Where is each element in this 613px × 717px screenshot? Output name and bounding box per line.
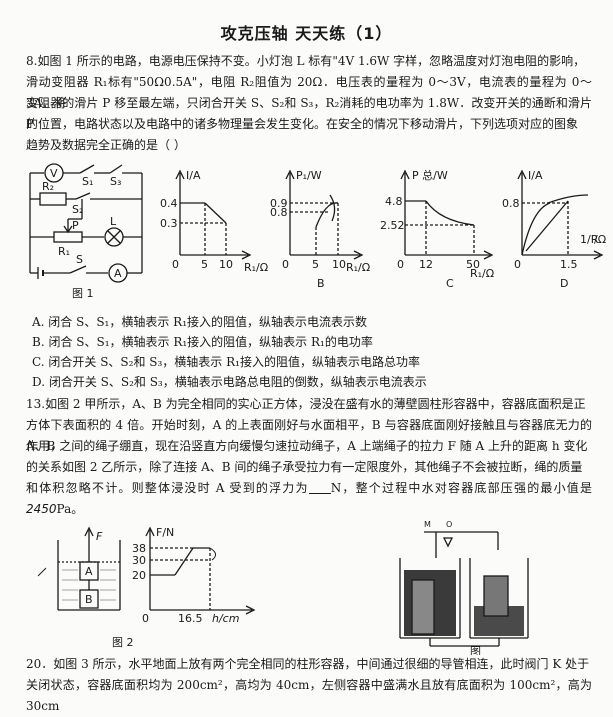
graph-d-tick: 0 <box>514 258 521 271</box>
figure-3-apparatus <box>399 531 529 647</box>
force-arrow-label: F <box>96 530 103 543</box>
fig3-label-o: O <box>446 520 452 529</box>
graph-d-tick: 0.8 <box>502 197 520 210</box>
cube-b-label: B <box>85 593 93 606</box>
worksheet-page: 攻克压轴 天天练（1） 8.如图 1 所示的电路，电源电压保持不变。小灯泡 L … <box>26 24 606 713</box>
graph-tick: 20 <box>132 569 146 582</box>
graph-b-tick: 10 <box>332 258 346 271</box>
resistor-r1-label: R₁ <box>58 245 70 258</box>
graph-ylabel: F/N <box>156 526 174 539</box>
graph-c-tick: 2.52 <box>380 219 405 232</box>
force-height-graph <box>145 526 256 615</box>
graph-tick: 38 <box>132 542 146 555</box>
fig3-label-m: M <box>424 520 431 529</box>
q8-line: 变阻器的滑片 P 移至最左端，只闭合开关 S、S₂和 S₃，R₂消耗的电功率为 … <box>26 96 592 131</box>
graph-d-tick: 1.5 <box>560 258 578 271</box>
graph-c-xlabel: R₁/Ω <box>470 267 494 280</box>
q13-text: 和体积忽略不计。则整体浸没时 A 受到的浮力为 <box>26 481 309 495</box>
q8-line: 8.如图 1 所示的电路，电源电压保持不变。小灯泡 L 标有"4V 1.6W 字… <box>26 54 586 68</box>
option-d: D. 闭合开关 S、S₂和 S₃，横轴表示电路总电阻的倒数，纵轴表示电流表示 <box>32 375 427 389</box>
graph-a-ylabel: I/A <box>186 169 201 182</box>
graph-c-letter: C <box>446 277 454 290</box>
graph-b-xlabel: R₁/Ω <box>346 261 370 274</box>
graph-d-ylabel: I/A <box>528 169 543 182</box>
graph-c-tick: 4.8 <box>385 195 403 208</box>
graph-c-tick: 0 <box>397 258 404 271</box>
q13-line: A、B 之间的绳子绷直，现在沿竖直方向缓慢匀速拉动绳子，A 上端绳子的拉力 F … <box>26 439 588 453</box>
graph-d-xlabel: 1/R <box>580 233 599 246</box>
graph-c-ylabel: P 总/W <box>412 168 448 182</box>
graph-tick: 30 <box>132 554 146 567</box>
q20-line: 20．如图 3 所示，水平地面上放有两个完全相同的柱形容器，中间通过很细的导管相… <box>26 657 590 671</box>
graph-a-tick: 5 <box>201 258 208 271</box>
q13-line-5: 和体积忽略不计。则整体浸没时 A 受到的浮力为 N，整个过程中水对容器底部压强的最… <box>26 478 592 520</box>
graph-b <box>285 169 364 260</box>
graph-a-tick: 10 <box>219 258 233 271</box>
graph-xlabel: h/cm <box>212 612 239 625</box>
switch-s2-label: S₂ <box>72 203 83 216</box>
handwritten-answer: 2450 <box>26 502 57 516</box>
q13-figures: F A B F/N 38 30 20 0 16.5 h/cm 图 2 M O 图 <box>37 520 529 655</box>
graph-c-tick: 12 <box>419 258 433 271</box>
graph-b-tick: 0 <box>282 258 289 271</box>
graph-a <box>175 169 252 260</box>
graph-d <box>517 169 604 260</box>
page-title: 攻克压轴 天天练（1） <box>220 24 393 43</box>
figure-1-caption: 图 1 <box>72 287 94 300</box>
switch-s-label: S <box>76 253 83 266</box>
graph-a-tick: 0.3 <box>160 217 178 230</box>
graph-a-tick: 0 <box>172 258 179 271</box>
figure-2-caption: 图 2 <box>112 636 134 649</box>
q8-line: 滑动变阻器 R₁标有"50Ω0.5A"，电阻 R₂阻值为 20Ω．电压表的量程为… <box>26 75 592 110</box>
graph-b-ylabel: P₁/W <box>296 169 322 182</box>
ammeter-label: A <box>114 267 122 280</box>
lamp-l-label: L <box>110 215 117 228</box>
circuit-diagram <box>29 163 143 283</box>
container-figure <box>37 526 121 611</box>
graph-tick: 0 <box>142 612 149 625</box>
q13-line: 的关系如图 2 乙所示，除了连接 A、B 间的绳子承受拉力有一定限度外，其他绳子… <box>26 460 583 474</box>
graph-b-tick: 5 <box>312 258 319 271</box>
voltmeter-label: V <box>50 167 58 180</box>
option-c: C. 闭合开关 S、S₂和 S₃，横轴表示 R₁接入的阻值，纵轴表示电路总功率 <box>32 355 420 369</box>
option-a: A. 闭合 S、S₁，横轴表示 R₁接入的阻值，纵轴表示电流表示数 <box>32 315 368 329</box>
answer-blank <box>308 481 331 494</box>
q8-line: 趋势及数据完全正确的是（ ） <box>26 138 186 152</box>
graph-d-xunit: /Ω <box>594 233 606 246</box>
graph-b-letter: B <box>317 277 325 290</box>
graph-c-tick: 50 <box>466 258 480 271</box>
switch-s1-label: S₁ <box>82 175 93 188</box>
graph-b-tick: 0.8 <box>270 206 288 219</box>
graph-a-tick: 0.4 <box>160 197 178 210</box>
q13-text: N，整个过程中水对容器底部压强的最小值是 <box>330 481 592 495</box>
resistor-r2-label: R₂ <box>42 180 54 193</box>
q13-text: Pa。 <box>56 502 84 516</box>
q13-line: 方体下表面积的 4 倍。开始时刻，A 的上表面刚好与水面相平，B 与容器底面刚好… <box>26 418 592 453</box>
q20-line: 关闭状态，容器底面积均为 200cm²，高均为 40cm，左侧容器中盛满水且放有… <box>26 678 592 713</box>
graph-d-letter: D <box>560 277 568 290</box>
graph-tick: 16.5 <box>178 612 203 625</box>
option-b: B. 闭合 S、S₁，横轴表示 R₁接入的阻值，纵轴表示 R₁的电功率 <box>32 335 373 349</box>
q8-line: 的位置，电路状态以及电路中的诸多物理量会发生变化。在安全的情况下移动滑片，下列选… <box>26 117 579 131</box>
cube-a-label: A <box>85 565 93 578</box>
slider-p-label: P <box>72 219 79 232</box>
figure-3-caption: 图 <box>470 645 481 655</box>
graph-a-xlabel: R₁/Ω <box>244 261 268 274</box>
q13-line: 13.如图 2 甲所示，A、B 为完全相同的实心正方体，浸没在盛有水的薄壁圆柱形… <box>26 397 586 411</box>
switch-s3-label: S₃ <box>110 175 121 188</box>
graph-b-tick: 0.9 <box>270 197 288 210</box>
q8-figures: V S₁ S₃ R₂ S₂ P L R₁ A S 图 1 I/A 0.4 0.3… <box>29 163 606 300</box>
graph-c <box>400 169 494 260</box>
